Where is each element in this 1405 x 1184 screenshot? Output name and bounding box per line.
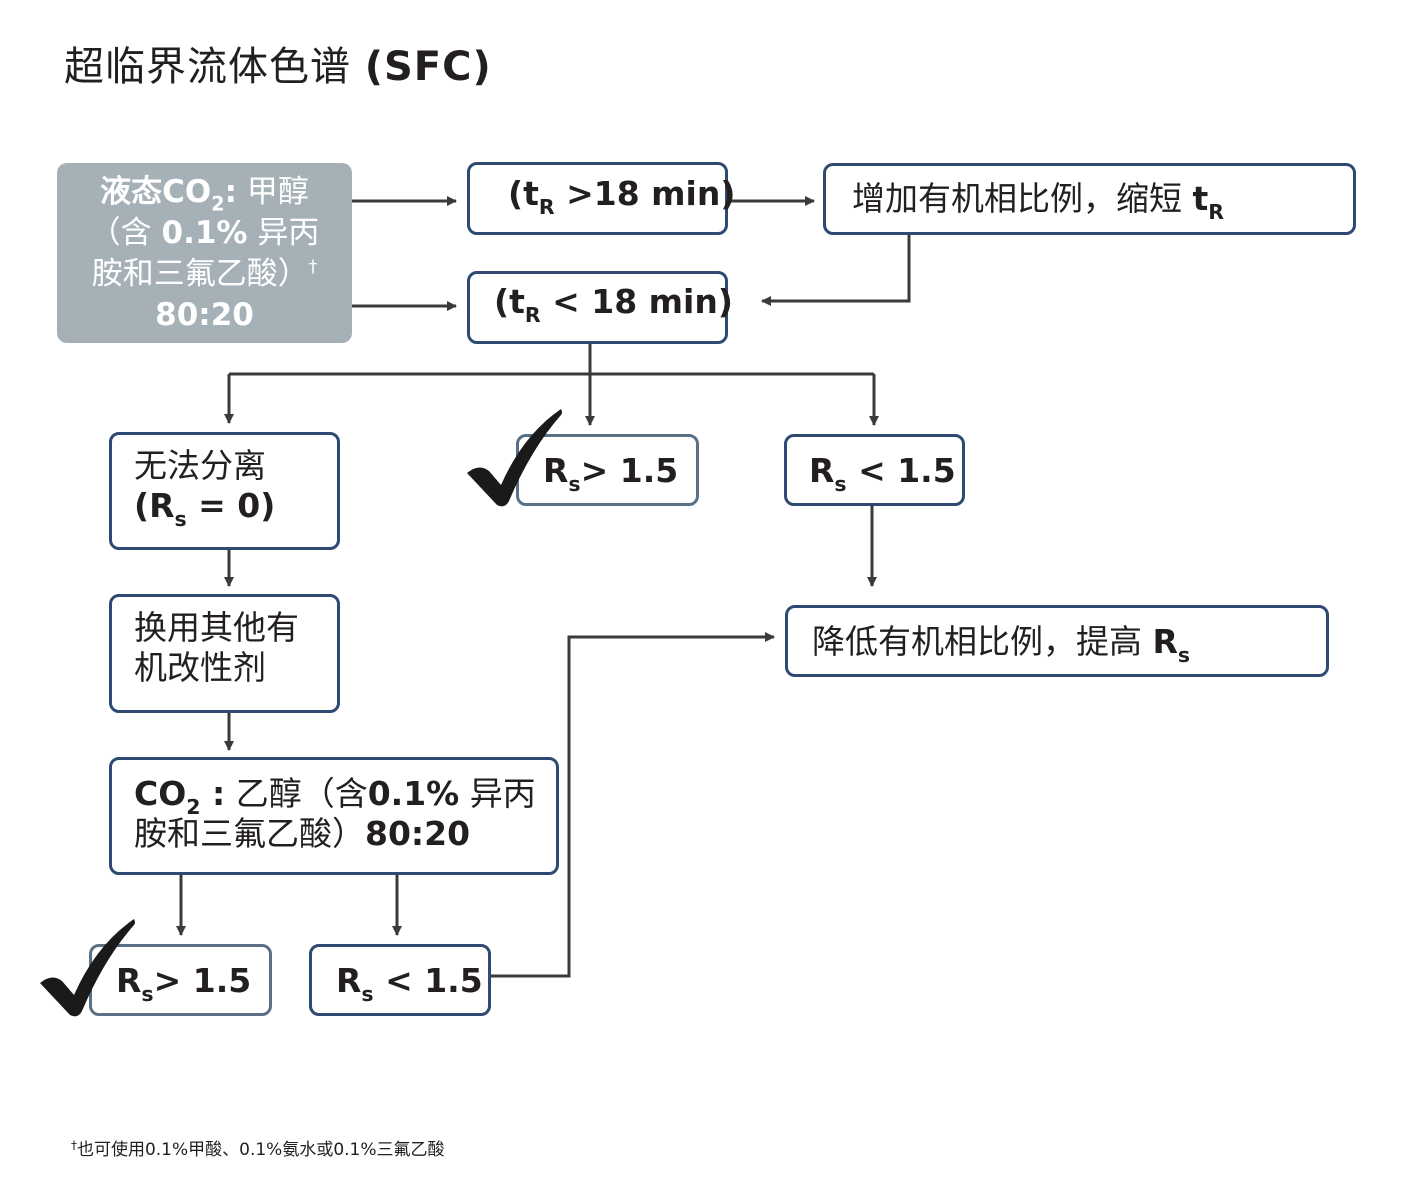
start-condition-box: 液态CO2: 甲醇 （含 0.1% 异丙 胺和三氟乙酸）† 80:20 <box>57 163 352 343</box>
rs-gt-top-rest: > 1.5 <box>580 451 679 490</box>
rs-lt-bottom-r: R <box>336 961 362 1000</box>
footnote: †也可使用0.1%甲酸、0.1%氨水或0.1%三氟乙酸 <box>71 1138 445 1162</box>
ethanol-line2-a: 胺和三氟乙酸） <box>134 814 365 853</box>
no-separation-box: 无法分离 (Rs = 0) <box>109 432 340 550</box>
start-line2-open: （含 <box>89 215 162 251</box>
ethanol-line1: CO2 : 乙醇（含0.1% 异丙 <box>134 774 556 817</box>
tr-greater-box: (tR >18 min) <box>467 162 735 235</box>
rs-greater-bottom-box: Rs> 1.5 <box>89 944 272 1016</box>
increase-organic-box: 增加有机相比例，缩短 tR <box>823 163 1356 235</box>
tr-gt-open: (t <box>508 174 539 213</box>
checkmark-icon <box>467 409 562 507</box>
tr-lt-sub: R <box>524 303 541 328</box>
rs-lt-bottom-rest: < 1.5 <box>373 961 483 1000</box>
start-line-3: 胺和三氟乙酸）† <box>57 254 352 295</box>
ethanol-line1-a: 乙醇（含 <box>225 774 368 813</box>
start-lead-sub: 2 <box>211 192 225 216</box>
rs-gt-bottom-rest: > 1.5 <box>153 961 252 1000</box>
ethanol-colon: : <box>200 774 226 813</box>
rs-lt-bottom-sub: s <box>361 982 374 1007</box>
start-dagger: † <box>308 257 318 278</box>
ethanol-co: CO <box>134 774 187 813</box>
tr-lt-open: (t <box>494 282 525 321</box>
rs-gt-bottom-r: R <box>116 961 142 1000</box>
tr-less-box: (tR < 18 min) <box>467 271 733 344</box>
start-line-2: （含 0.1% 异丙 <box>57 213 352 254</box>
ethanol-line1-b: 异丙 <box>459 774 536 813</box>
rs-less-bottom-box: Rs < 1.5 <box>309 944 491 1016</box>
no-sep-open: (R <box>134 486 175 525</box>
start-solvent: 甲醇 <box>237 174 309 210</box>
reduce-organic-box: 降低有机相比例，提高 Rs <box>785 605 1329 677</box>
checkmark-icon <box>40 919 135 1017</box>
rs-lt-top-sub: s <box>834 472 847 497</box>
no-sep-line1: 无法分离 <box>134 446 266 485</box>
title-text: 超临界流体色谱 <box>64 44 351 90</box>
rs-gt-top-sub: s <box>568 472 581 497</box>
ethanol-line1-bold: 0.1% <box>367 774 460 813</box>
no-sep-line2: (Rs = 0) <box>134 486 337 529</box>
tr-lt-rest: < 18 min) <box>540 282 733 321</box>
start-line2-rest: 异丙 <box>247 215 320 251</box>
arrow-rs-lt-bottom-to-reduce <box>490 632 775 978</box>
switch-line1: 换用其他有 <box>134 608 299 647</box>
rs-gt-bottom-sub: s <box>141 982 154 1007</box>
rs-greater-top-box: Rs> 1.5 <box>516 434 699 506</box>
no-sep-rest: = 0) <box>186 486 276 525</box>
start-colon: : <box>224 174 238 210</box>
increase-text: 增加有机相比例，缩短 <box>852 179 1193 218</box>
rs-lt-top-rest: < 1.5 <box>846 451 956 490</box>
page-title: 超临界流体色谱 (SFC) <box>64 40 492 94</box>
ethanol-sub: 2 <box>186 795 201 820</box>
arrow-increase-to-tr-lt <box>761 234 911 306</box>
switch-modifier-box: 换用其他有 机改性剂 <box>109 594 340 713</box>
start-line3: 胺和三氟乙酸） <box>91 256 309 292</box>
footnote-dagger: † <box>71 1138 77 1153</box>
ethanol-line2-bold: 80:20 <box>365 814 471 853</box>
start-ratio: 80:20 <box>155 297 254 333</box>
rs-less-top-box: Rs < 1.5 <box>784 434 965 506</box>
reduce-sub: s <box>1177 643 1191 668</box>
reduce-r: R <box>1152 622 1178 661</box>
reduce-text: 降低有机相比例，提高 <box>812 622 1153 661</box>
switch-line2: 机改性剂 <box>134 648 266 687</box>
no-sep-sub: s <box>174 507 187 532</box>
ethanol-condition-box: CO2 : 乙醇（含0.1% 异丙 胺和三氟乙酸）80:20 <box>109 757 559 875</box>
title-abbr: (SFC) <box>364 44 492 90</box>
ethanol-line2: 胺和三氟乙酸）80:20 <box>134 814 556 854</box>
rs-lt-top-r: R <box>809 451 835 490</box>
increase-t: t <box>1192 179 1209 218</box>
rs-gt-top-r: R <box>543 451 569 490</box>
increase-sub: R <box>1208 200 1225 225</box>
start-lead: 液态CO <box>100 174 212 210</box>
tr-gt-rest: >18 min) <box>554 174 736 213</box>
tr-gt-sub: R <box>538 195 555 220</box>
start-line2-bold: 0.1% <box>161 215 248 251</box>
start-line-1: 液态CO2: 甲醇 <box>57 172 352 216</box>
footnote-text: 也可使用0.1%甲酸、0.1%氨水或0.1%三氟乙酸 <box>76 1140 445 1160</box>
